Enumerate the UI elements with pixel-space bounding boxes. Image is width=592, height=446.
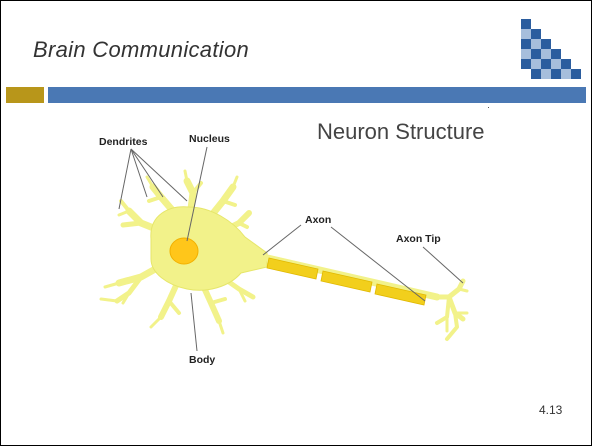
stray-dot — [488, 107, 489, 108]
slide-title: Brain Communication — [33, 37, 250, 62]
neuron-cell — [99, 169, 469, 341]
page-number: 4.13 — [539, 403, 563, 417]
myelin-sheath — [266, 257, 427, 306]
nucleus-shape — [169, 237, 199, 265]
checkerboard-logo-icon — [521, 19, 581, 79]
accent-bar-blue — [48, 87, 586, 103]
label-leader-lines — [118, 146, 464, 352]
label-nucleus: Nucleus — [189, 133, 230, 145]
label-dendrites: Dendrites — [99, 136, 148, 148]
label-axon-tip: Axon Tip — [396, 233, 441, 245]
label-body: Body — [189, 354, 215, 366]
label-axon: Axon — [305, 214, 331, 226]
slide-subtitle: Neuron Structure — [317, 119, 485, 144]
accent-bar-gold — [6, 87, 44, 103]
